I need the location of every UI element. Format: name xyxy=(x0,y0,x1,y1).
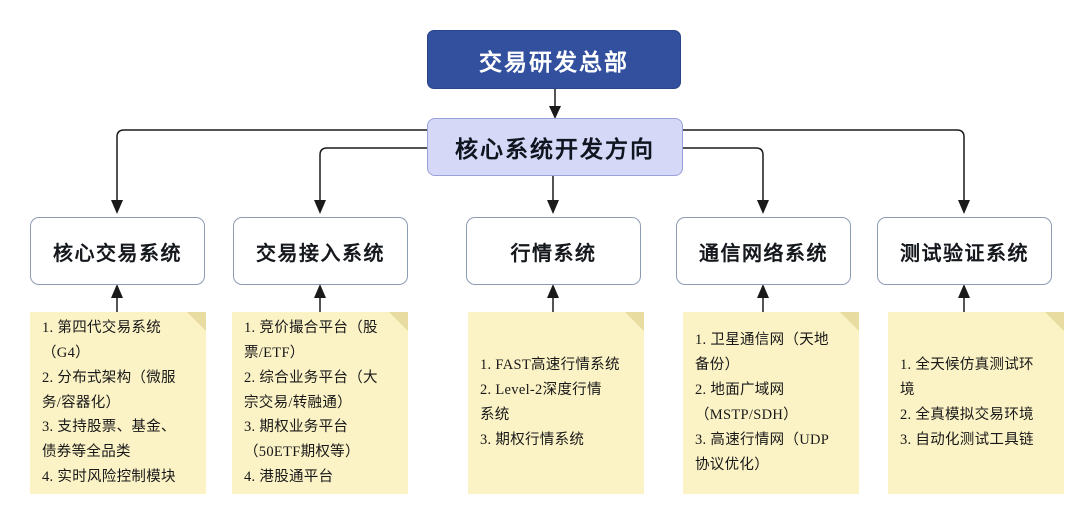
note-lines: 1. 卫星通信网（天地 备份） 2. 地面广域网 （MSTP/SDH） 3. 高… xyxy=(695,328,848,478)
note-line: 1. 第四代交易系统 xyxy=(42,319,161,336)
connector-hub-branch-5 xyxy=(683,129,965,203)
connector-hub-branch-1 xyxy=(116,129,427,203)
note-card-trading-access: 1. 竞价撮合平台（股 票/ETF） 2. 综合业务平台（大 宗交易/转融通） … xyxy=(232,312,408,494)
note-line: 3. 支持股票、基金、 xyxy=(42,419,176,436)
page-fold-icon xyxy=(625,312,644,331)
arrowhead-note-5 xyxy=(958,284,970,298)
note-line: 1. 全天候仿真测试环 xyxy=(900,357,1034,374)
arrowhead-branch-5 xyxy=(958,200,970,214)
connector-hub-branch-4 xyxy=(683,147,764,203)
note-line: 3. 高速行情网（UDP xyxy=(695,431,830,448)
note-card-communication-network: 1. 卫星通信网（天地 备份） 2. 地面广域网 （MSTP/SDH） 3. 高… xyxy=(683,312,859,494)
node-root[interactable]: 交易研发总部 xyxy=(427,30,681,89)
note-line: 债券等全品类 xyxy=(42,444,131,461)
note-lines: 1. FAST高速行情系统 2. Level-2深度行情 系统 3. 期权行情系… xyxy=(480,353,633,453)
note-line: 境 xyxy=(900,382,915,399)
node-system-label: 交易接入系统 xyxy=(256,242,385,265)
note-lines: 1. 竞价撮合平台（股 票/ETF） 2. 综合业务平台（大 宗交易/转融通） … xyxy=(244,316,397,491)
note-line: （50ETF期权等） xyxy=(244,444,360,461)
node-system-label: 行情系统 xyxy=(510,242,597,265)
node-hub-label: 核心系统开发方向 xyxy=(455,137,655,162)
arrowhead-note-3 xyxy=(547,284,559,298)
note-line: 票/ETF） xyxy=(244,344,305,361)
note-line: 1. 卫星通信网（天地 xyxy=(695,332,829,349)
page-fold-icon xyxy=(187,312,206,331)
note-lines: 1. 第四代交易系统 （G4） 2. 分布式架构（微服 务/容器化） 3. 支持… xyxy=(42,316,195,491)
note-card-market-data: 1. FAST高速行情系统 2. Level-2深度行情 系统 3. 期权行情系… xyxy=(468,312,644,494)
note-line: 系统 xyxy=(480,407,510,423)
note-line: 协议优化） xyxy=(695,456,769,473)
note-line: 3. 期权业务平台 xyxy=(244,419,349,436)
note-card-core-trading: 1. 第四代交易系统 （G4） 2. 分布式架构（微服 务/容器化） 3. 支持… xyxy=(30,312,206,494)
note-line: 1. FAST高速行情系统 xyxy=(480,357,620,374)
note-line: 3. 自动化测试工具链 xyxy=(900,431,1034,448)
arrowhead-root-hub xyxy=(549,106,561,119)
note-line: 宗交易/转融通） xyxy=(244,394,352,411)
page-fold-icon xyxy=(389,312,408,331)
page-fold-icon xyxy=(840,312,859,331)
note-line: （G4） xyxy=(42,344,90,361)
arrowhead-branch-4 xyxy=(757,200,769,214)
node-system-core-trading[interactable]: 核心交易系统 xyxy=(30,217,205,285)
page-fold-icon xyxy=(1045,312,1064,331)
node-hub[interactable]: 核心系统开发方向 xyxy=(427,118,683,176)
arrowhead-note-1 xyxy=(111,284,123,298)
arrowhead-note-4 xyxy=(757,284,769,298)
note-line: 3. 期权行情系统 xyxy=(480,431,585,448)
node-system-trading-access[interactable]: 交易接入系统 xyxy=(233,217,408,285)
connector-hub-branch-2 xyxy=(319,147,427,203)
note-line: 1. 竞价撮合平台（股 xyxy=(244,319,378,336)
note-line: 2. Level-2深度行情 xyxy=(480,382,602,399)
note-line: 4. 实时风险控制模块 xyxy=(42,469,176,486)
note-line: 备份） xyxy=(695,357,740,374)
node-system-label: 测试验证系统 xyxy=(900,242,1029,265)
note-line: （MSTP/SDH） xyxy=(695,407,798,423)
note-lines: 1. 全天候仿真测试环 境 2. 全真模拟交易环境 3. 自动化测试工具链 xyxy=(900,353,1053,453)
node-system-label: 通信网络系统 xyxy=(699,242,828,265)
arrowhead-branch-2 xyxy=(314,200,326,214)
node-system-market-data[interactable]: 行情系统 xyxy=(466,217,641,285)
note-card-test-verification: 1. 全天候仿真测试环 境 2. 全真模拟交易环境 3. 自动化测试工具链 xyxy=(888,312,1064,494)
note-line: 2. 分布式架构（微服 xyxy=(42,369,176,386)
arrowhead-note-2 xyxy=(314,284,326,298)
node-system-label: 核心交易系统 xyxy=(53,242,182,265)
note-line: 4. 港股通平台 xyxy=(244,469,334,486)
arrowhead-branch-1 xyxy=(111,200,123,214)
note-line: 2. 综合业务平台（大 xyxy=(244,369,378,386)
note-line: 务/容器化） xyxy=(42,394,121,411)
arrowhead-branch-3 xyxy=(547,200,559,214)
note-line: 2. 全真模拟交易环境 xyxy=(900,407,1034,423)
node-system-test-verification[interactable]: 测试验证系统 xyxy=(877,217,1052,285)
note-line: 2. 地面广域网 xyxy=(695,382,785,399)
node-system-communication-network[interactable]: 通信网络系统 xyxy=(676,217,851,285)
node-root-label: 交易研发总部 xyxy=(479,49,629,75)
